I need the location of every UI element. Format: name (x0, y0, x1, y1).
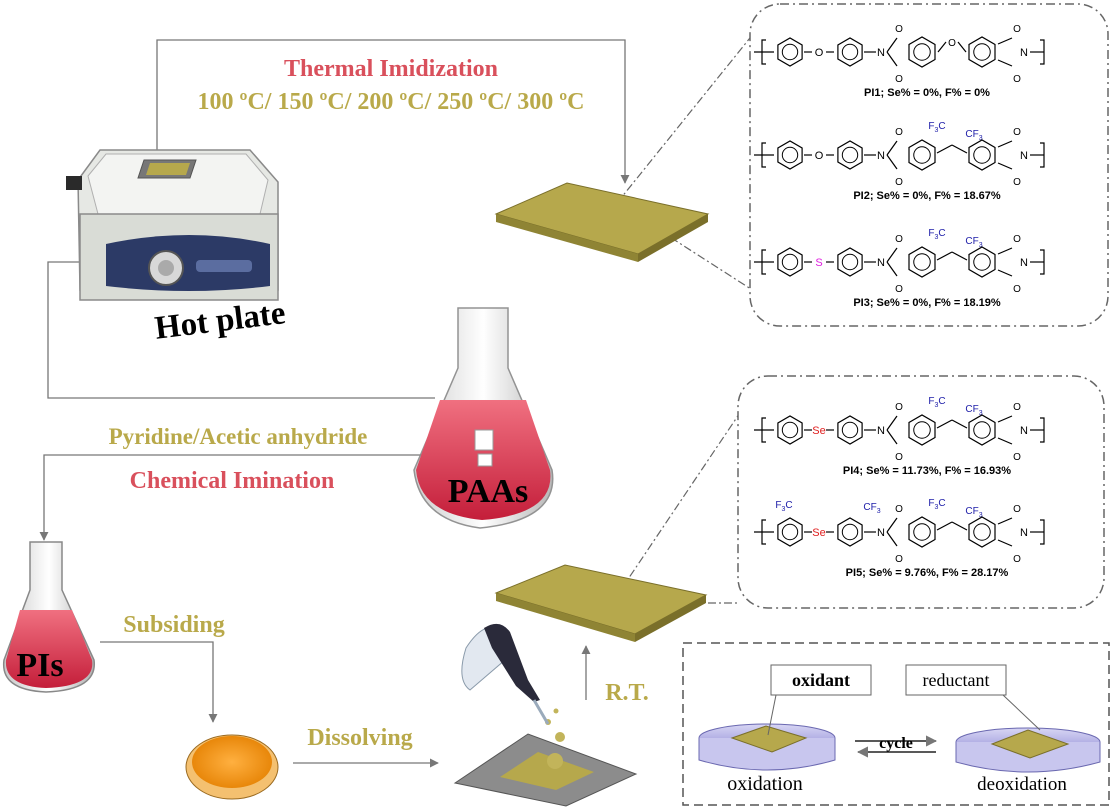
linker-atom: O (815, 150, 824, 162)
thermal-imidization-title: Thermal Imidization (284, 56, 498, 82)
oxygen-atom: O (1013, 177, 1021, 188)
nitrogen-atom: N (1020, 425, 1028, 437)
arrow-hotplate-to-film (156, 39, 630, 184)
cf3-group: F3C (928, 228, 945, 241)
powder-dish (185, 734, 279, 800)
polymer-label-4: PI4; Se% = 11.73%, F% = 16.93% (843, 465, 1011, 477)
oxygen-atom: O (1013, 127, 1021, 138)
polymer-structures: O N O O O O O N PI1; Se% = 0%, F% = 0% O N O O F3C CF3… (754, 24, 1045, 579)
polymer-1: O N O O O O O N PI1; Se% = 0%, F% = 0% (754, 24, 1045, 99)
pis-flask (2, 541, 95, 693)
chemical-reagent: Pyridine/Acetic anhydride (109, 424, 368, 449)
polymer-label-2: PI2; Se% = 0%, F% = 18.67% (853, 190, 1001, 202)
nitrogen-atom: N (877, 425, 885, 437)
structure-panel-chemical (737, 375, 1105, 609)
linker-atom: O (815, 47, 824, 59)
redox-box (682, 642, 1110, 806)
oxygen-atom: O (1013, 504, 1021, 515)
paas-label: PAAs (448, 473, 529, 510)
reductant-label: reductant (923, 670, 990, 690)
oxygen-atom: O (895, 177, 903, 188)
linker-atom: S (815, 257, 822, 269)
flow-arrows (39, 39, 630, 768)
oxidation-label: oxidation (727, 773, 803, 795)
cf3-group: F3C (775, 500, 792, 513)
cf3-group: F3C (928, 498, 945, 511)
pis-label: PIs (16, 647, 63, 684)
oxygen-atom: O (1013, 284, 1021, 295)
oxygen-atom: O (895, 284, 903, 295)
oxygen-atom: O (1013, 452, 1021, 463)
oxygen-atom: O (895, 234, 903, 245)
oxygen-atom: O (895, 24, 903, 35)
dissolving-label: Dissolving (307, 725, 412, 751)
arrow-paas-to-pis (39, 454, 433, 541)
polymer-label-5: PI5; Se% = 9.76%, F% = 28.17% (846, 567, 1009, 579)
pipette-icon (461, 623, 550, 725)
oxidant-label: oxidant (792, 670, 850, 690)
arrow-pis-to-powder (100, 641, 218, 723)
hot-plate-illustration (66, 149, 279, 301)
oxygen-atom: O (895, 554, 903, 565)
nitrogen-atom: N (1020, 47, 1028, 59)
polymer-label-3: PI3; Se% = 0%, F% = 18.19% (853, 297, 1001, 309)
rt-label: R.T. (605, 680, 649, 706)
thermal-temperatures: 100 ºC/ 150 ºC/ 200 ºC/ 250 ºC/ 300 ºC (198, 89, 585, 115)
cf3-group: CF3 (965, 236, 982, 249)
oxygen-atom: O (1013, 234, 1021, 245)
nitrogen-atom: N (877, 527, 885, 539)
nitrogen-atom: N (1020, 527, 1028, 539)
casting-plate (453, 708, 638, 807)
nitrogen-atom: N (1020, 257, 1028, 269)
oxygen-bridge: O (948, 38, 956, 49)
nitrogen-atom: N (877, 47, 885, 59)
linker-atom: Se (812, 425, 825, 437)
oxygen-atom: O (1013, 402, 1021, 413)
oxygen-atom: O (1013, 24, 1021, 35)
paas-flask (413, 307, 554, 529)
cf3-group: CF3 (965, 506, 982, 519)
cf3-group: F3C (928, 121, 945, 134)
subsiding-label: Subsiding (123, 612, 224, 638)
nitrogen-atom: N (1020, 150, 1028, 162)
oxygen-atom: O (895, 402, 903, 413)
chemical-imination-title: Chemical Imination (130, 468, 335, 494)
deoxidation-label: deoxidation (977, 774, 1067, 795)
cf3-group: F3C (928, 396, 945, 409)
cycle-label: cycle (879, 735, 913, 752)
structure-panel-thermal (749, 3, 1109, 327)
oxygen-atom: O (895, 127, 903, 138)
oxygen-atom: O (1013, 554, 1021, 565)
nitrogen-atom: N (877, 150, 885, 162)
linker-atom: Se (812, 527, 825, 539)
hot-plate-label: Hot plate (153, 295, 287, 347)
oxygen-atom: O (895, 504, 903, 515)
cf3-group: CF3 (965, 129, 982, 142)
arrow-paas-to-hotplate (47, 257, 435, 399)
film-thermal (494, 182, 710, 262)
film-chemical (494, 564, 708, 642)
oxygen-atom: O (895, 74, 903, 85)
cf3-group: CF3 (965, 404, 982, 417)
oxygen-atom: O (895, 452, 903, 463)
cf3-group: CF3 (863, 502, 880, 515)
nitrogen-atom: N (877, 257, 885, 269)
oxygen-atom: O (1013, 74, 1021, 85)
polymer-label-1: PI1; Se% = 0%, F% = 0% (864, 87, 990, 99)
